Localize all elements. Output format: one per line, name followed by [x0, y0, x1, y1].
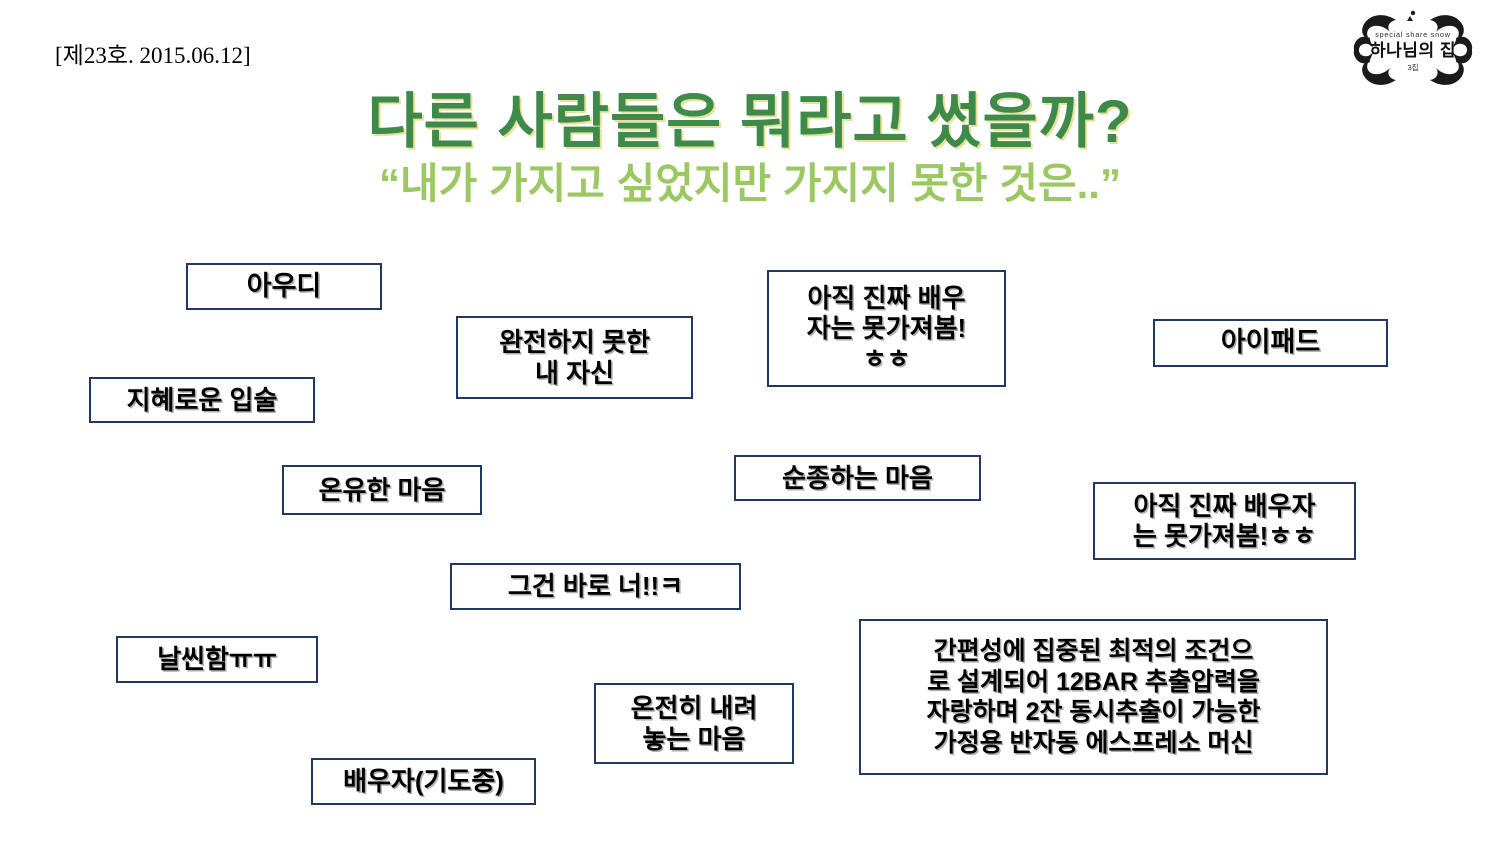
- logo-name-text: 하나님의 집: [1370, 41, 1456, 60]
- answer-box-wise-lips: 지혜로운 입술: [89, 377, 315, 423]
- logo-tagline-text: special share snow: [1375, 30, 1451, 39]
- ornate-frame-logo: special share snow 하나님의 집 3집: [1334, 4, 1492, 96]
- issue-date-label: [제23호. 2015.06.12]: [55, 43, 251, 68]
- page-subtitle: “내가 가지고 싶었지만 가지지 못한 것은..”: [379, 160, 1121, 207]
- answer-box-thats-you: 그건 바로 너!!ㅋ: [450, 563, 741, 610]
- answer-box-audi: 아우디: [186, 263, 382, 310]
- answer-box-actor-spouse-2: 아직 진짜 배우자 는 못가져봄!ㅎㅎ: [1093, 482, 1356, 560]
- answer-box-imperfect-self: 완전하지 못한 내 자신: [456, 316, 693, 399]
- answer-box-slimness: 날씬함ㅠㅠ: [116, 636, 318, 683]
- title-block: 다른 사람들은 뭐라고 썼을까? “내가 가지고 싶었지만 가지지 못한 것은.…: [0, 92, 1500, 206]
- logo-volume-text: 3집: [1407, 62, 1418, 72]
- answer-box-letting-go: 온전히 내려 놓는 마음: [594, 683, 794, 764]
- answer-box-gentle-heart: 온유한 마음: [282, 465, 482, 515]
- answer-box-obedient-heart: 순종하는 마음: [734, 455, 981, 501]
- answer-box-espresso-machine: 간편성에 집중된 최적의 조건으 로 설계되어 12BAR 추출압력을 자랑하며…: [859, 619, 1328, 775]
- answer-box-actor-spouse-1: 아직 진짜 배우 자는 못가져봄! ㅎㅎ: [767, 270, 1006, 387]
- answer-box-ipad: 아이패드: [1153, 319, 1388, 367]
- answer-box-spouse-praying: 배우자(기도중): [311, 758, 536, 805]
- page-title: 다른 사람들은 뭐라고 썼을까?: [367, 88, 1133, 155]
